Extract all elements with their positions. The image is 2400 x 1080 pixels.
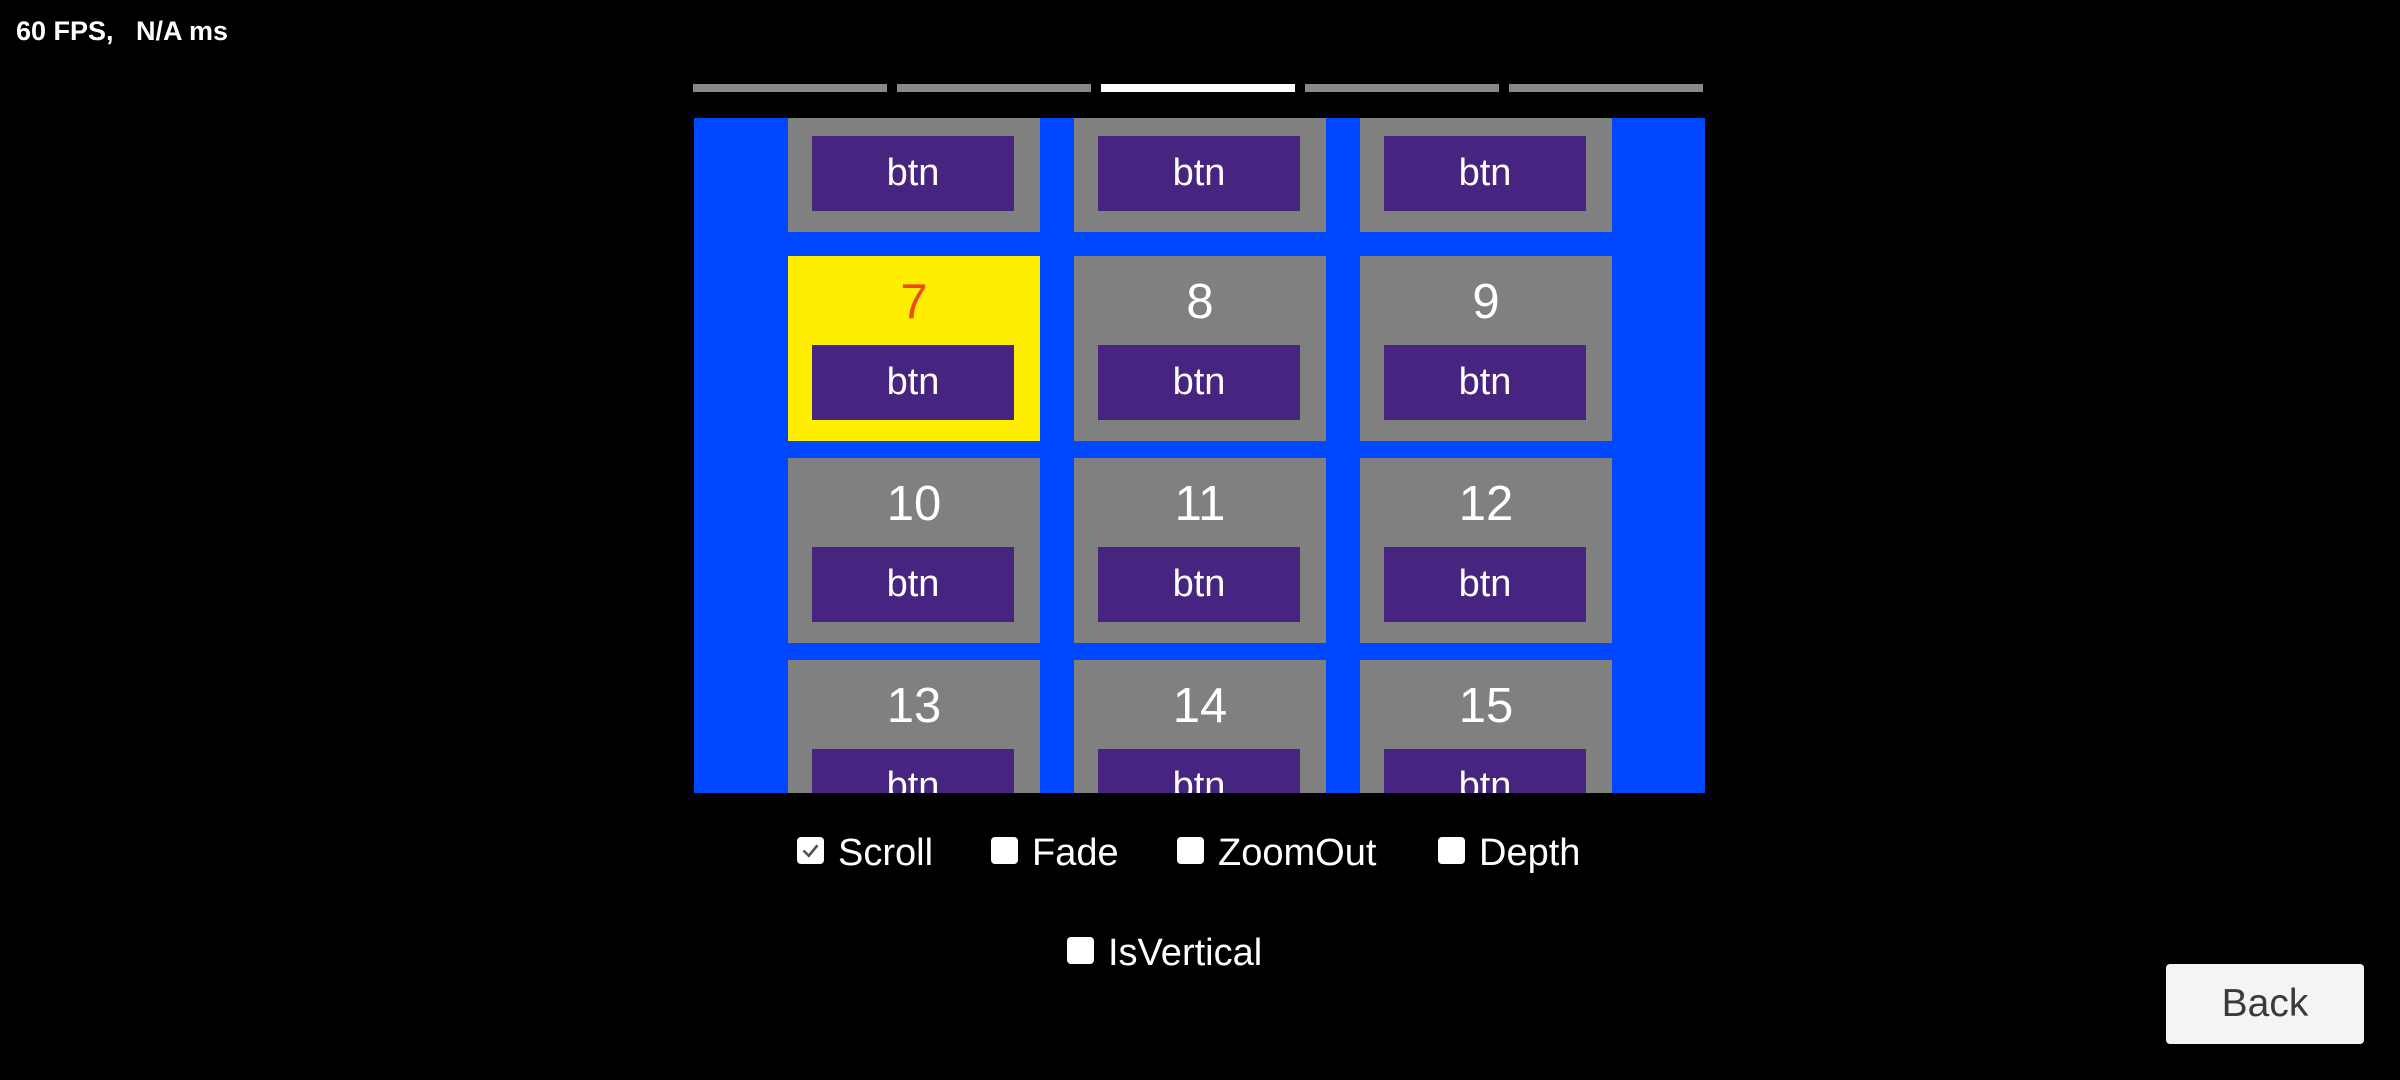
- fade-checkbox[interactable]: Fade: [991, 832, 1119, 875]
- cell-button[interactable]: btn: [812, 547, 1014, 622]
- cell-number: 13: [886, 679, 942, 733]
- page-indicator-5[interactable]: [1509, 84, 1703, 92]
- cell-button[interactable]: btn: [812, 749, 1014, 793]
- grid-cell: btn: [1360, 118, 1612, 232]
- grid-cell[interactable]: 13 btn: [788, 660, 1040, 793]
- cell-number: 15: [1458, 679, 1514, 733]
- grid-cell[interactable]: 11 btn: [1074, 458, 1326, 643]
- grid-cell: btn: [788, 118, 1040, 232]
- cell-button[interactable]: btn: [1384, 547, 1586, 622]
- cell-number: 7: [900, 275, 928, 329]
- depth-checkbox[interactable]: Depth: [1438, 832, 1580, 875]
- scroll-checkbox[interactable]: Scroll: [797, 832, 933, 875]
- cell-button[interactable]: btn: [1098, 547, 1300, 622]
- cell-number: 10: [886, 477, 942, 531]
- checkbox-unchecked-icon[interactable]: [991, 837, 1018, 864]
- grid-cell[interactable]: 8 btn: [1074, 256, 1326, 441]
- cell-number: 12: [1458, 477, 1514, 531]
- page-indicator-3[interactable]: [1101, 84, 1295, 92]
- checkbox-checked-icon[interactable]: [797, 837, 824, 864]
- grid-cell[interactable]: 12 btn: [1360, 458, 1612, 643]
- cell-button[interactable]: btn: [1384, 749, 1586, 793]
- grid-cell[interactable]: 14 btn: [1074, 660, 1326, 793]
- cell-number: 8: [1186, 275, 1214, 329]
- cell-number: 11: [1174, 477, 1226, 531]
- checkbox-unchecked-icon[interactable]: [1177, 837, 1204, 864]
- page-indicator-4[interactable]: [1305, 84, 1499, 92]
- zoomout-label: ZoomOut: [1218, 832, 1377, 874]
- cell-number: 9: [1472, 275, 1500, 329]
- checkbox-unchecked-icon[interactable]: [1438, 837, 1465, 864]
- grid-cell[interactable]: 10 btn: [788, 458, 1040, 643]
- cell-button[interactable]: btn: [1384, 345, 1586, 420]
- depth-label: Depth: [1479, 832, 1581, 874]
- grid-cell[interactable]: 9 btn: [1360, 256, 1612, 441]
- cell-button[interactable]: btn: [812, 136, 1014, 211]
- page-indicator-2[interactable]: [897, 84, 1091, 92]
- grid-cell: btn: [1074, 118, 1326, 232]
- cell-button[interactable]: btn: [1098, 749, 1300, 793]
- grid-cell[interactable]: 15 btn: [1360, 660, 1612, 793]
- page-indicator-1[interactable]: [693, 84, 887, 92]
- back-button[interactable]: Back: [2166, 964, 2364, 1044]
- scroll-label: Scroll: [838, 832, 934, 874]
- cell-button[interactable]: btn: [1098, 345, 1300, 420]
- cell-number: 14: [1172, 679, 1228, 733]
- view-pager[interactable]: btn btn btn 7 btn 8 btn 9 btn 10 btn 11 …: [694, 118, 1705, 793]
- grid-cell-selected[interactable]: 7 btn: [788, 256, 1040, 441]
- fps-counter: 60 FPS, N/A ms: [16, 16, 229, 46]
- cell-button[interactable]: btn: [1384, 136, 1586, 211]
- cell-button[interactable]: btn: [1098, 136, 1300, 211]
- isvertical-checkbox[interactable]: IsVertical: [1067, 932, 1262, 975]
- cell-button[interactable]: btn: [812, 345, 1014, 420]
- isvertical-label: IsVertical: [1108, 932, 1263, 974]
- page-indicators: [693, 84, 1705, 92]
- checkbox-unchecked-icon[interactable]: [1067, 937, 1094, 964]
- zoomout-checkbox[interactable]: ZoomOut: [1177, 832, 1376, 875]
- fade-label: Fade: [1032, 832, 1119, 874]
